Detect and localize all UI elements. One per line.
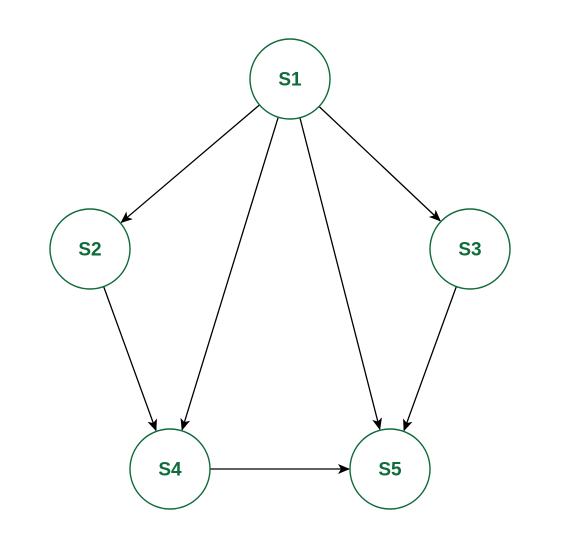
edge-s1-s2	[120, 104, 260, 224]
node-circle	[429, 208, 511, 290]
node-circle	[49, 208, 131, 290]
node-s2: S2	[49, 208, 131, 290]
node-label: S5	[378, 460, 402, 481]
node-circle	[349, 428, 431, 510]
node-label: S4	[158, 460, 182, 481]
node-circle	[129, 428, 211, 510]
node-label: S1	[278, 70, 302, 91]
node-s5: S5	[349, 428, 431, 510]
node-s4: S4	[129, 428, 211, 510]
edge-s1-s4	[180, 117, 279, 431]
edge-s1-s3	[318, 105, 441, 222]
node-s3: S3	[429, 208, 511, 290]
edge-s2-s4	[103, 286, 157, 432]
node-label: S2	[78, 240, 101, 261]
node-label: S3	[458, 240, 481, 261]
edge-s3-s5	[403, 286, 457, 432]
edge-s1-s5	[299, 117, 382, 431]
edges	[103, 104, 457, 474]
node-circle	[249, 38, 331, 120]
node-s1: S1	[249, 38, 331, 120]
